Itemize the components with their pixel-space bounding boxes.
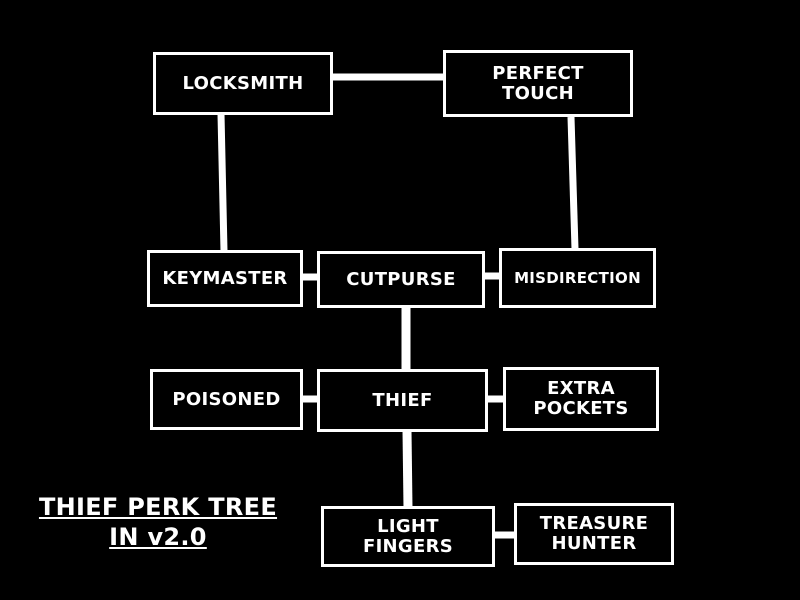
- node-misdirection: MISDIRECTION: [499, 248, 656, 308]
- node-label: MISDIRECTION: [514, 269, 641, 287]
- node-extra-pockets: EXTRA POCKETS: [503, 367, 659, 431]
- node-locksmith: LOCKSMITH: [153, 52, 333, 115]
- edge-thief-light-fingers: [402, 430, 413, 509]
- node-poisoned: POISONED: [150, 369, 303, 430]
- node-keymaster: KEYMASTER: [147, 250, 303, 307]
- edge-perfect-touch-misdirection: [567, 116, 579, 250]
- diagram-title: THIEF PERK TREE IN v2.0: [38, 493, 278, 551]
- node-perfect-touch: PERFECT TOUCH: [443, 50, 633, 117]
- node-label: LIGHT FINGERS: [362, 515, 454, 557]
- node-label: THIEF: [372, 389, 433, 411]
- node-thief: THIEF: [317, 369, 488, 432]
- node-light-fingers: LIGHT FINGERS: [321, 506, 495, 567]
- edge-locksmith-keymaster: [217, 113, 228, 252]
- node-label: EXTRA POCKETS: [533, 378, 629, 419]
- node-label: POISONED: [172, 388, 281, 410]
- node-label: TREASURE HUNTER: [539, 513, 649, 554]
- node-cutpurse: CUTPURSE: [317, 251, 485, 308]
- node-label: KEYMASTER: [162, 267, 288, 289]
- node-treasure-hunter: TREASURE HUNTER: [514, 503, 674, 565]
- node-label: CUTPURSE: [346, 268, 456, 290]
- node-label: PERFECT TOUCH: [492, 62, 584, 104]
- node-label: LOCKSMITH: [182, 72, 304, 94]
